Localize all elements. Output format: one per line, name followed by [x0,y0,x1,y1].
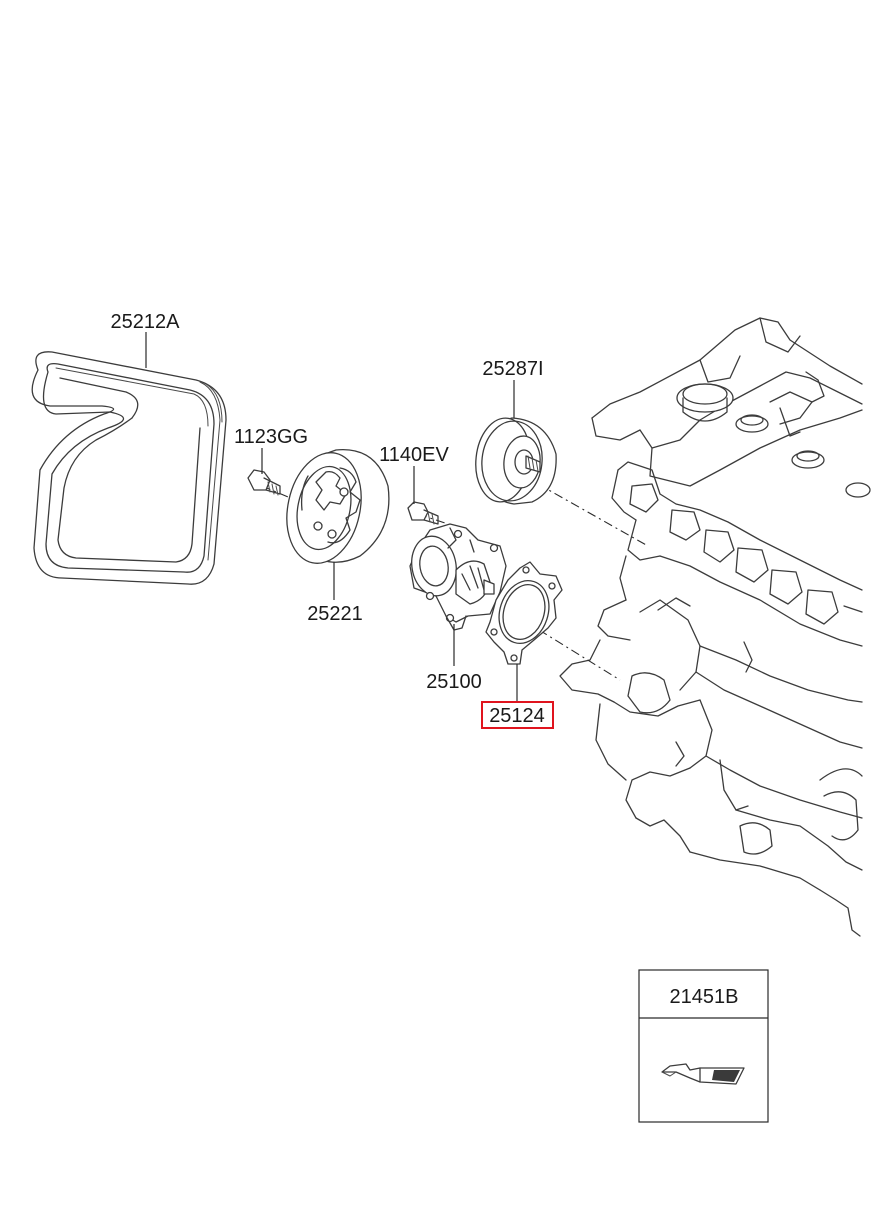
part-label-bolt-a: 1123GG [234,426,308,448]
water-pump-icon[interactable] [407,523,507,631]
pulley-icon[interactable] [277,446,390,571]
part-label-sealant[interactable]: 21451B [670,986,739,1008]
part-label-belt: 25212A [111,311,181,333]
part-label-gasket[interactable]: 25124 [489,705,545,727]
part-label-pump: 25100 [426,671,482,693]
part-label-pulley: 25221 [307,603,363,625]
part-label-idler: 25287I [482,358,543,380]
idler-pulley-icon[interactable] [472,415,557,505]
part-label-bolt-b: 1140EV [379,444,449,466]
bolt-icon[interactable] [407,501,439,525]
gasket-icon[interactable] [485,561,563,665]
sealant-tube-icon[interactable] [661,1063,745,1085]
bolt-icon[interactable] [247,469,281,496]
inset-box: 21451B [638,969,769,1123]
highlight-box [481,701,554,729]
assembly-centerline [261,485,301,503]
drive-belt-icon[interactable] [31,351,227,585]
engine-block-icon [559,317,871,937]
assembly-centerline [537,483,649,547]
